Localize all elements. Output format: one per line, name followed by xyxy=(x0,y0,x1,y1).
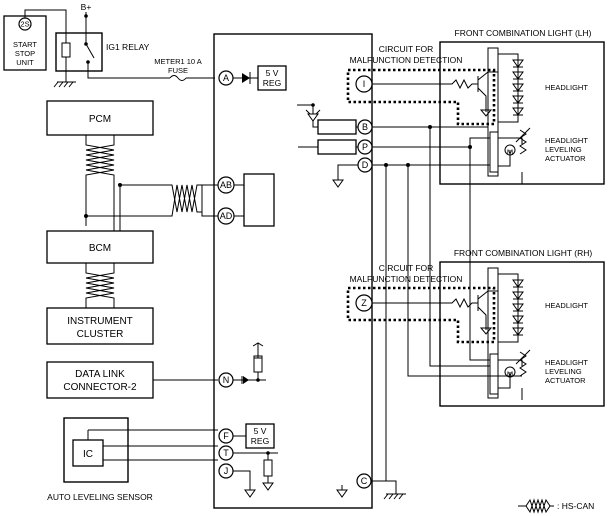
auto-leveling-sensor: IC AUTO LEVELING SENSOR xyxy=(47,417,218,502)
reg-5v-bottom: 5 V REG xyxy=(245,423,275,449)
svg-text:CIRCUIT FOR: CIRCUIT FOR xyxy=(379,263,434,273)
svg-text:AUTO LEVELING SENSOR: AUTO LEVELING SENSOR xyxy=(47,492,153,502)
svg-text:FRONT COMBINATION LIGHT (LH): FRONT COMBINATION LIGHT (LH) xyxy=(455,28,592,38)
svg-text:FUSE: FUSE xyxy=(168,66,188,75)
pin-ab: AB xyxy=(217,176,235,194)
svg-text:HEADLIGHT: HEADLIGHT xyxy=(545,301,588,310)
svg-text:UNIT: UNIT xyxy=(16,58,34,67)
pin-a: A xyxy=(218,70,234,86)
svg-text:BCM: BCM xyxy=(89,243,111,254)
front-combination-light-rh: FRONT COMBINATION LIGHT (RH) HEADLIGHT M… xyxy=(439,248,605,407)
svg-text:MALFUNCTION DETECTION: MALFUNCTION DETECTION xyxy=(350,274,463,284)
svg-text:M: M xyxy=(507,148,513,157)
svg-text:B+: B+ xyxy=(81,2,92,12)
pin-z: Z xyxy=(355,294,373,312)
svg-text:METER1 10 A: METER1 10 A xyxy=(154,57,202,66)
svg-text:HEADLIGHT: HEADLIGHT xyxy=(545,358,588,367)
svg-text:IC: IC xyxy=(83,449,93,460)
svg-text:PCM: PCM xyxy=(89,114,111,125)
svg-text:REG: REG xyxy=(251,436,269,446)
svg-text:B: B xyxy=(362,122,368,132)
hs-can-twisted-pairs xyxy=(84,135,218,308)
svg-text:AD: AD xyxy=(220,211,233,221)
svg-text:I: I xyxy=(363,79,366,89)
bcm-box: BCM xyxy=(46,230,154,264)
pin-n: N xyxy=(218,372,234,388)
svg-text:CLUSTER: CLUSTER xyxy=(77,329,124,340)
pin-b: B xyxy=(357,119,373,135)
svg-text:5 V: 5 V xyxy=(266,68,279,78)
svg-text:T: T xyxy=(223,448,229,458)
svg-text:J: J xyxy=(224,466,229,476)
ig1-relay: IG1 RELAY xyxy=(55,16,150,72)
svg-text:ACTUATOR: ACTUATOR xyxy=(545,376,586,385)
svg-text:REG: REG xyxy=(263,78,281,88)
svg-text:CIRCUIT FOR: CIRCUIT FOR xyxy=(379,44,434,54)
svg-text:CONNECTOR-2: CONNECTOR-2 xyxy=(63,382,137,393)
pin-d: D xyxy=(357,157,373,173)
can-interface-box xyxy=(243,173,275,227)
svg-text:LEVELING: LEVELING xyxy=(545,145,582,154)
pin-ad: AD xyxy=(217,207,235,225)
svg-text:IG1 RELAY: IG1 RELAY xyxy=(106,42,150,52)
svg-text:N: N xyxy=(223,375,230,385)
svg-text:FRONT COMBINATION LIGHT (RH): FRONT COMBINATION LIGHT (RH) xyxy=(454,248,593,258)
svg-text:2S: 2S xyxy=(20,20,29,29)
pin-i: I xyxy=(355,75,373,93)
svg-text:START: START xyxy=(13,40,37,49)
malfunction-detection-circuit-lh: CIRCUIT FOR MALFUNCTION DETECTION xyxy=(346,44,498,126)
svg-text:AB: AB xyxy=(220,180,232,190)
svg-text:Z: Z xyxy=(361,298,367,308)
svg-text:D: D xyxy=(362,160,369,170)
svg-text:: HS-CAN: : HS-CAN xyxy=(557,501,594,511)
svg-text:DATA LINK: DATA LINK xyxy=(75,369,125,380)
svg-text:ACTUATOR: ACTUATOR xyxy=(545,154,586,163)
svg-text:HEADLIGHT: HEADLIGHT xyxy=(545,136,588,145)
svg-text:LEVELING: LEVELING xyxy=(545,367,582,376)
pin-t: T xyxy=(218,445,234,461)
data-link-connector-box: DATA LINK CONNECTOR-2 xyxy=(46,361,154,399)
instrument-cluster-box: INSTRUMENT CLUSTER xyxy=(46,307,154,345)
svg-text:F: F xyxy=(223,431,229,441)
svg-text:INSTRUMENT: INSTRUMENT xyxy=(67,316,133,327)
center-module xyxy=(213,33,373,509)
svg-text:HEADLIGHT: HEADLIGHT xyxy=(545,83,588,92)
svg-text:MALFUNCTION DETECTION: MALFUNCTION DETECTION xyxy=(350,55,463,65)
pin-p: P xyxy=(357,139,373,155)
pcm-box: PCM xyxy=(46,100,154,136)
svg-text:M: M xyxy=(507,370,513,379)
svg-text:5 V: 5 V xyxy=(254,426,267,436)
reg-5v-top: 5 V REG xyxy=(257,65,287,91)
front-combination-light-lh: FRONT COMBINATION LIGHT (LH) HEADLIGHT M… xyxy=(439,28,605,185)
svg-text:C: C xyxy=(361,476,368,486)
headlight-leds-rh xyxy=(512,279,524,336)
pin-j: J xyxy=(218,463,234,479)
hs-can-legend: : HS-CAN xyxy=(518,498,594,514)
svg-text:P: P xyxy=(362,142,368,152)
svg-text:A: A xyxy=(223,73,229,83)
start-stop-unit: 2S START STOP UNIT xyxy=(3,15,47,71)
malfunction-detection-circuit-rh: CIRCUIT FOR MALFUNCTION DETECTION xyxy=(346,263,498,344)
pin-c: C xyxy=(356,473,372,489)
pin-f: F xyxy=(218,428,234,444)
headlight-leds-lh xyxy=(512,59,524,116)
svg-text:STOP: STOP xyxy=(15,49,35,58)
